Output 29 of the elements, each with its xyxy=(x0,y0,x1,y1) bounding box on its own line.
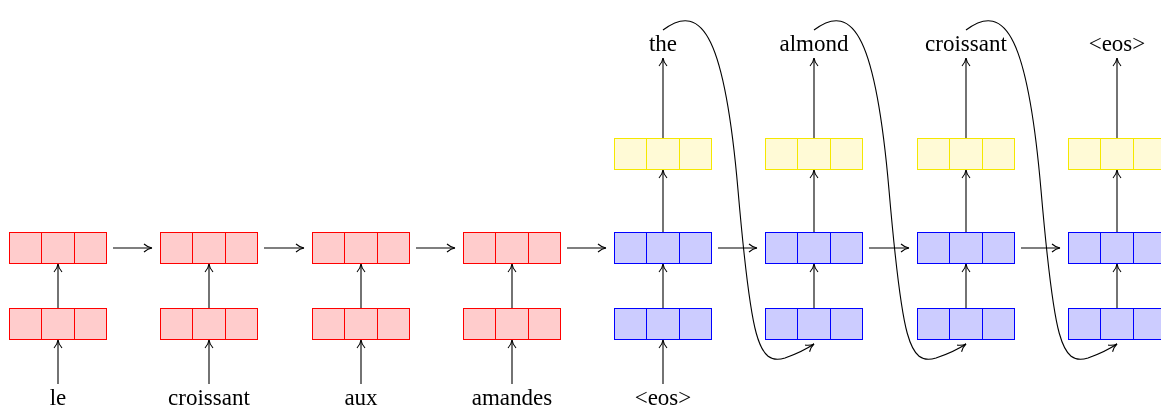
vector-box xyxy=(614,232,712,264)
word-label: <eos> xyxy=(603,384,723,412)
word-label: croissant xyxy=(911,30,1021,58)
vector-box xyxy=(312,308,410,340)
vector-box xyxy=(463,308,561,340)
vector-box xyxy=(1068,138,1161,170)
word-label: almond xyxy=(759,30,869,58)
vector-box xyxy=(160,232,258,264)
vector-box xyxy=(463,232,561,264)
vector-box xyxy=(312,232,410,264)
word-label: <eos> xyxy=(1062,30,1161,58)
vector-box xyxy=(614,308,712,340)
word-label: the xyxy=(608,30,718,58)
vector-box xyxy=(917,308,1015,340)
vector-box xyxy=(1068,232,1161,264)
vector-box xyxy=(765,308,863,340)
word-label: aux xyxy=(301,384,421,412)
vector-box xyxy=(9,232,107,264)
vector-box xyxy=(1068,308,1161,340)
vector-box xyxy=(765,232,863,264)
vector-box xyxy=(160,308,258,340)
word-label: le xyxy=(0,384,118,412)
word-label: amandes xyxy=(452,384,572,412)
word-label: croissant xyxy=(149,384,269,412)
vector-box xyxy=(765,138,863,170)
vector-box xyxy=(917,138,1015,170)
vector-box xyxy=(917,232,1015,264)
vector-box xyxy=(614,138,712,170)
vector-box xyxy=(9,308,107,340)
